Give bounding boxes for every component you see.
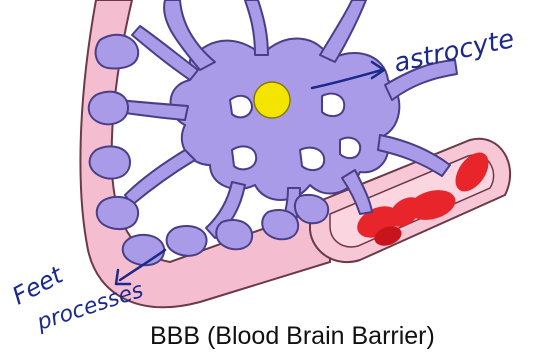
nucleus: [254, 82, 290, 118]
diagram-caption: BBB (Blood Brain Barrier): [150, 322, 435, 351]
